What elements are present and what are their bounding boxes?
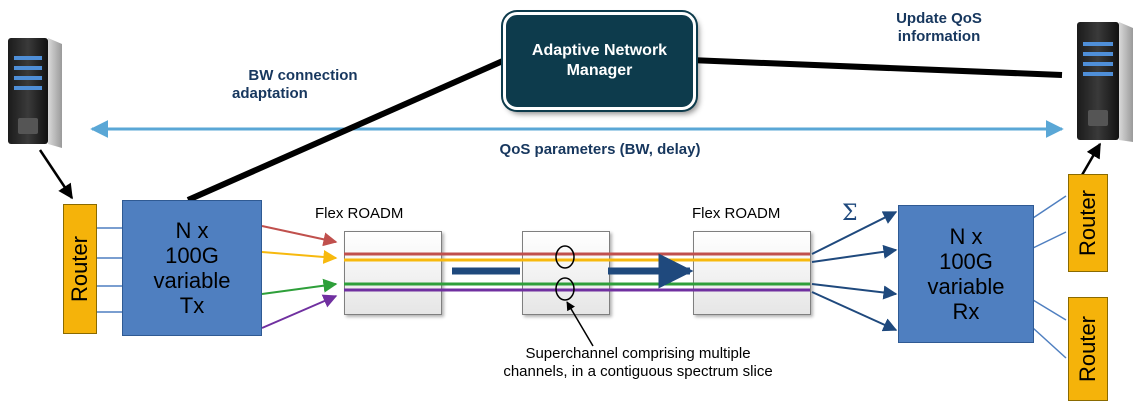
rx-transceiver: N x 100G variable Rx	[898, 205, 1034, 343]
flex-roadm-right-label: Flex ROADM	[692, 205, 781, 222]
flex-roadm-left-box	[344, 231, 442, 315]
flex-roadm-right-box	[693, 231, 811, 315]
channel-circle-bottom	[555, 277, 575, 301]
flex-roadm-left-label: Flex ROADM	[315, 205, 404, 222]
tx-line-1: N x	[175, 218, 209, 243]
tx-transceiver: N x 100G variable Tx	[122, 200, 262, 336]
callout-arrow	[566, 301, 594, 347]
adaptive-network-manager: Adaptive Network Manager	[503, 12, 696, 110]
manager-to-server-line	[689, 57, 1063, 78]
rx-line-3: variable	[927, 274, 1005, 299]
right-server-icon	[1077, 22, 1133, 142]
qos-parameters-label: QoS parameters (BW, delay)	[499, 141, 701, 158]
router-left-label: Router	[67, 235, 93, 303]
superchannel-caption: Superchannel comprising multiple channel…	[488, 345, 788, 381]
router-left: Router	[63, 204, 97, 334]
rx-line-4: Rx	[952, 299, 980, 324]
channel-circle-top	[555, 245, 575, 269]
bw-adaptation-line-1: BW connection	[248, 67, 358, 84]
router-right-top-label: Router	[1075, 189, 1101, 257]
rx-line-1: N x	[949, 224, 983, 249]
tx-line-2: 100G	[165, 243, 219, 268]
bw-adaptation-label: BW connection adaptation	[218, 67, 388, 103]
sigma-symbol: Σ	[842, 201, 858, 226]
router-right-top: Router	[1068, 174, 1108, 272]
rx-line-2: 100G	[939, 249, 993, 274]
spectrum-slice-box	[522, 231, 610, 315]
update-qos-label: Update QoS information	[864, 10, 1014, 46]
router-right-bottom: Router	[1068, 297, 1108, 401]
tx-line-3: variable	[153, 268, 231, 293]
manager-line-1: Adaptive Network	[531, 42, 668, 59]
superchannel-line-1: Superchannel comprising multiple	[525, 345, 751, 362]
update-qos-line-2: information	[897, 28, 981, 45]
left-server-icon	[8, 38, 62, 148]
superchannel-line-2: channels, in a contiguous spectrum slice	[503, 363, 773, 380]
router-right-bottom-label: Router	[1075, 315, 1101, 383]
update-qos-line-1: Update QoS	[896, 10, 982, 27]
manager-line-2: Manager	[566, 62, 633, 79]
bw-adaptation-line-2: adaptation	[232, 85, 308, 102]
manager-to-tx-line	[186, 57, 507, 203]
tx-line-4: Tx	[179, 293, 205, 318]
